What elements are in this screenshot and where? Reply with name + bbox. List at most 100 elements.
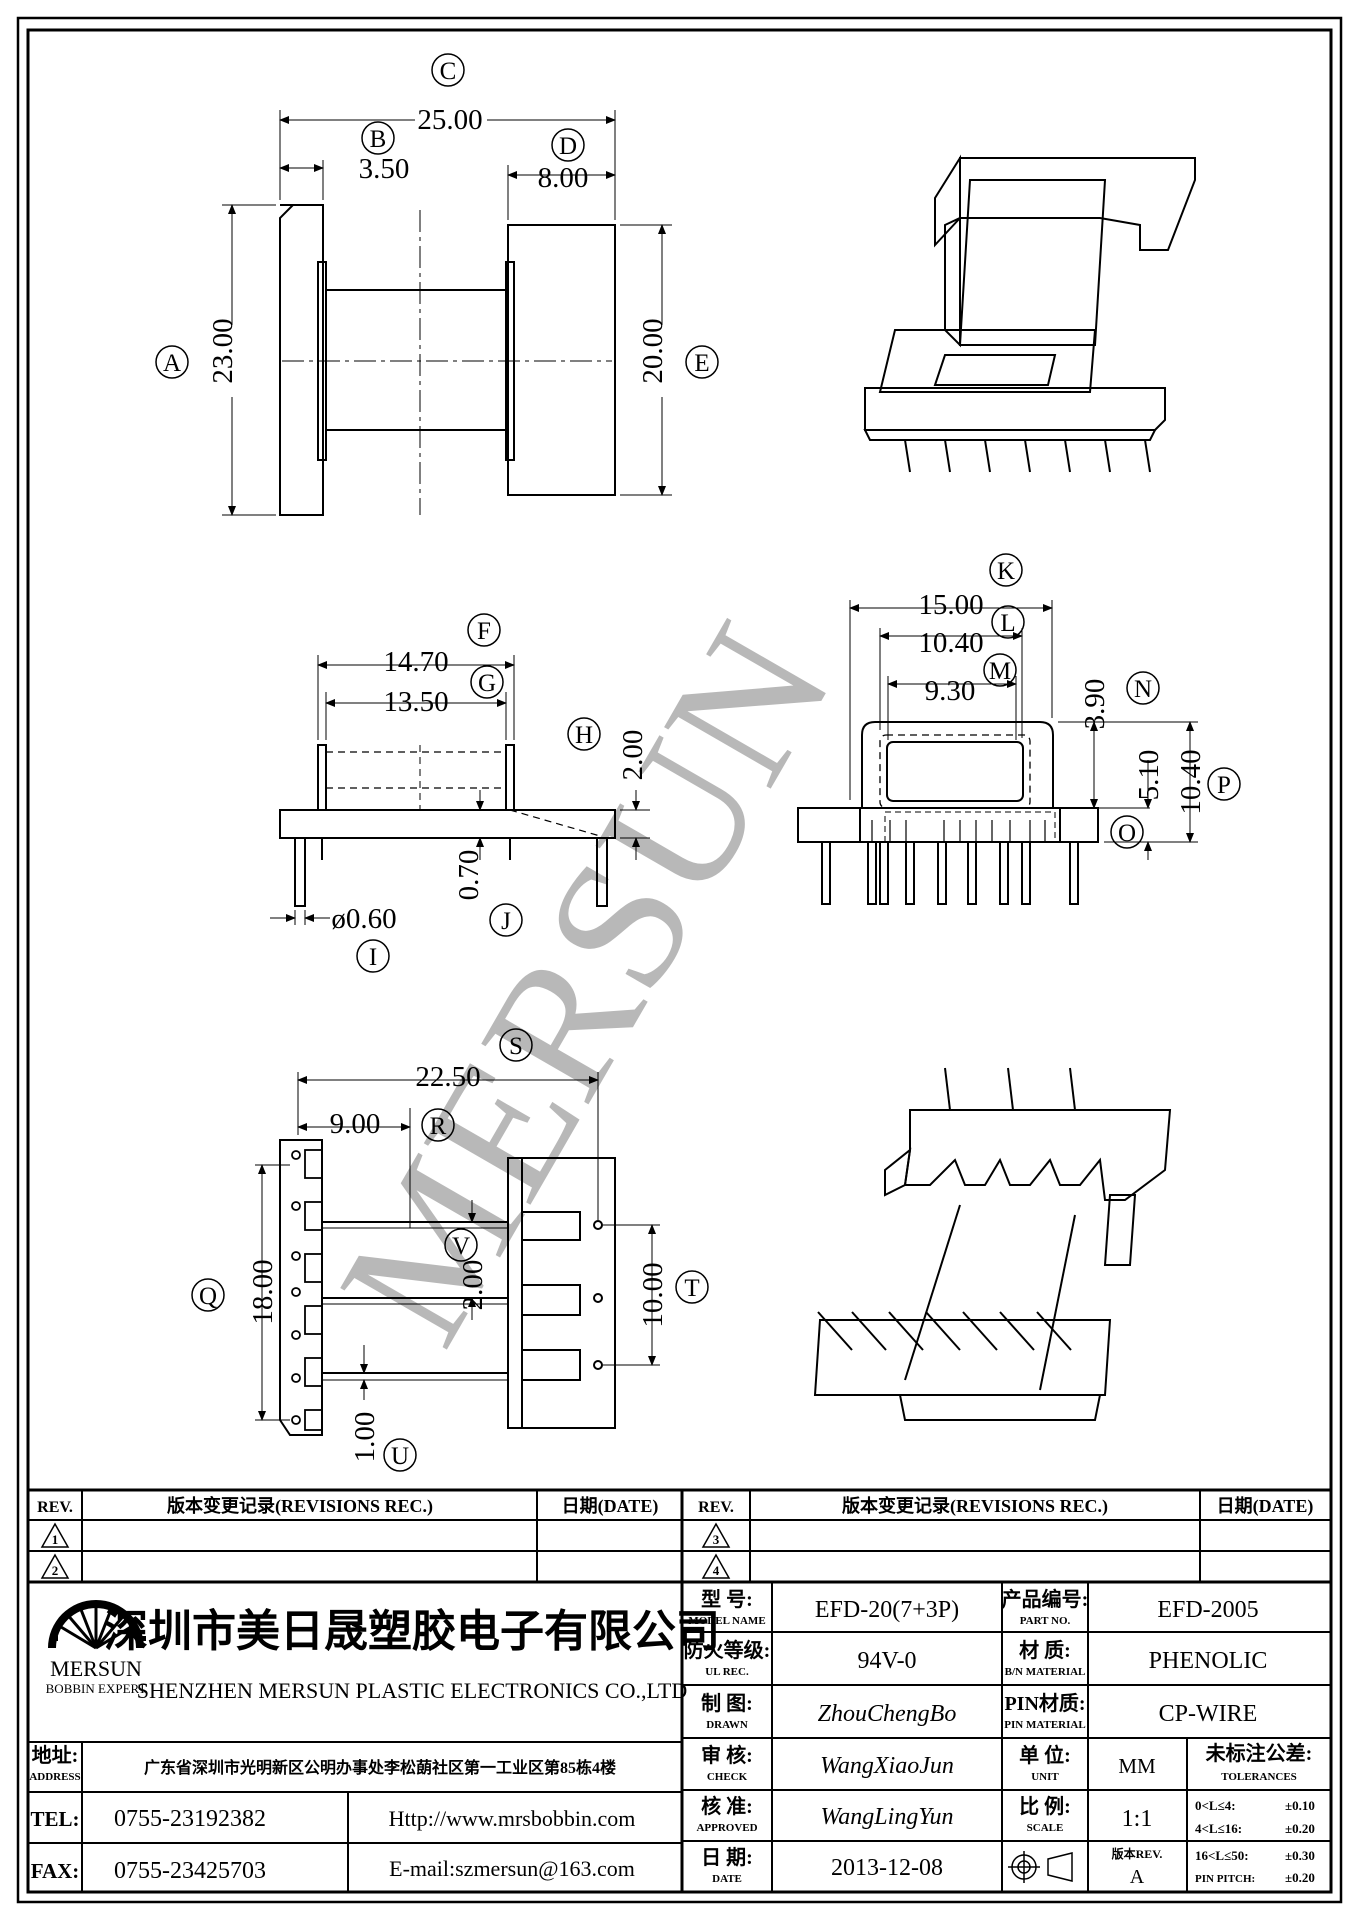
dim-m: 9.30 <box>925 675 976 707</box>
dim-v: 2.00 <box>457 1260 489 1311</box>
tolerance-value: ±0.30 <box>1285 1848 1315 1863</box>
dim-n: 3.90 <box>1079 679 1111 730</box>
isometric-view-bottom <box>813 1067 1172 1421</box>
side-view <box>222 110 672 516</box>
dim-q: 18.00 <box>247 1259 279 1324</box>
tolerance-range: 16<L≤50: <box>1195 1848 1249 1863</box>
ul-label-en: UL REC. <box>705 1666 749 1678</box>
label-bubbles-bottom <box>191 1028 709 1472</box>
label-i: I <box>369 944 377 971</box>
front-view <box>270 655 650 925</box>
label-v: V <box>452 1233 470 1260</box>
label-n: N <box>1134 676 1152 703</box>
tolerance-label: 未标注公差: <box>1206 1741 1313 1765</box>
label-h: H <box>575 722 593 749</box>
material-label: 材 质: <box>1019 1639 1071 1662</box>
material-value: PHENOLIC <box>1149 1648 1268 1674</box>
date-header-left: 日期(DATE) <box>562 1496 659 1517</box>
bottom-view <box>255 1072 660 1436</box>
label-a: A <box>163 350 181 377</box>
unit-label: 单 位: <box>1019 1743 1071 1767</box>
company-logo: MERSUN BOBBIN EXPERT <box>46 1600 147 1696</box>
address-label: 地址: <box>32 1744 79 1767</box>
dim-d: 8.00 <box>538 162 589 194</box>
label-f: F <box>477 618 491 645</box>
isometric-view-top <box>863 154 1196 473</box>
label-q: Q <box>199 1283 217 1310</box>
logo-tagline: BOBBIN EXPERT <box>46 1681 147 1696</box>
label-u: U <box>391 1443 409 1470</box>
dim-h: 2.00 <box>617 730 649 781</box>
scale-label: 比 例: <box>1019 1794 1071 1818</box>
end-view <box>797 600 1198 905</box>
rev-2: 2 <box>52 1563 59 1578</box>
label-p: P <box>1217 772 1231 799</box>
dim-a: 23.00 <box>207 318 239 383</box>
sheet-inner-border <box>26 28 1333 1894</box>
tolerance-range: PIN PITCH: <box>1195 1873 1255 1885</box>
dim-o: 5.10 <box>1133 750 1165 801</box>
rev-records-left: 版本变更记录(REVISIONS REC.) <box>167 1495 433 1517</box>
label-m: M <box>989 658 1011 685</box>
label-k: K <box>997 558 1015 585</box>
address-text: 广东省深圳市光明新区公明办事处李松蓢社区第一工业区第85栋4楼 <box>144 1758 616 1777</box>
dim-g: 13.50 <box>383 686 448 718</box>
label-t: T <box>684 1275 699 1302</box>
label-bubbles-end <box>983 553 1241 849</box>
rev-label: 版本REV. <box>1112 1846 1163 1861</box>
check-label-en: CHECK <box>707 1771 748 1783</box>
rev-3: 3 <box>713 1532 720 1547</box>
dim-i: ø0.60 <box>331 903 396 935</box>
label-bubbles-front <box>356 613 601 973</box>
label-g: G <box>478 670 496 697</box>
dim-u: 1.00 <box>349 1412 381 1463</box>
unit-value: MM <box>1118 1754 1156 1778</box>
fax-value: 0755-23425703 <box>114 1858 266 1884</box>
scale-value: 1:1 <box>1122 1806 1153 1832</box>
address-label-en: ADDRESS <box>29 1771 80 1783</box>
scale-label-en: SCALE <box>1027 1822 1064 1834</box>
rev-records-right: 版本变更记录(REVISIONS REC.) <box>842 1495 1108 1517</box>
email: E-mail:szmersun@163.com <box>389 1856 635 1881</box>
model-label-en: MODEL NAME <box>688 1615 765 1627</box>
tolerance-value: ±0.20 <box>1285 1870 1315 1885</box>
tel-label: TEL: <box>30 1807 79 1831</box>
dim-j: 0.70 <box>453 850 485 901</box>
dim-p: 10.40 <box>1175 749 1207 814</box>
tolerance-range: 4<L≤16: <box>1195 1821 1242 1836</box>
pin-material-label-en: PIN MATERIAL <box>1004 1719 1085 1731</box>
drawn-label: 制 图: <box>701 1692 753 1715</box>
tolerance-label-en: TOLERANCES <box>1221 1771 1297 1783</box>
dim-c: 25.00 <box>417 104 482 136</box>
pin-material-value: CP-WIRE <box>1159 1701 1258 1727</box>
model-label: 型 号: <box>701 1588 753 1611</box>
revision-triangles <box>40 1522 731 1579</box>
ul-value: 94V-0 <box>857 1648 916 1674</box>
check-value: WangXiaoJun <box>820 1753 954 1779</box>
partno-value: EFD-2005 <box>1157 1597 1258 1623</box>
approved-label-en: APPROVED <box>696 1822 757 1834</box>
rev-header-right: REV. <box>698 1499 734 1516</box>
rev-value: A <box>1130 1866 1145 1888</box>
material-label-en: B/N MATERIAL <box>1005 1666 1086 1678</box>
label-e: E <box>694 350 709 377</box>
label-d: D <box>559 133 577 160</box>
approved-value: WangLingYun <box>821 1804 954 1830</box>
unit-label-en: UNIT <box>1031 1771 1059 1783</box>
sheet-border <box>16 16 1343 1904</box>
dim-r: 9.00 <box>330 1108 381 1140</box>
title-block <box>28 1488 1331 1892</box>
tolerance-value: ±0.20 <box>1285 1821 1315 1836</box>
label-o: O <box>1118 820 1136 847</box>
drawn-label-en: DRAWN <box>706 1719 748 1731</box>
label-bubbles-side <box>155 53 719 379</box>
dim-f: 14.70 <box>383 646 448 678</box>
projection-icon <box>1008 1851 1073 1883</box>
ul-label: 防火等级: <box>684 1638 771 1662</box>
rev-1: 1 <box>52 1532 59 1547</box>
dim-s: 22.50 <box>415 1061 480 1093</box>
logo-name: MERSUN <box>50 1656 142 1681</box>
company-name-en: SHENZHEN MERSUN PLASTIC ELECTRONICS CO.,… <box>137 1678 687 1703</box>
dim-e: 20.00 <box>637 318 669 383</box>
